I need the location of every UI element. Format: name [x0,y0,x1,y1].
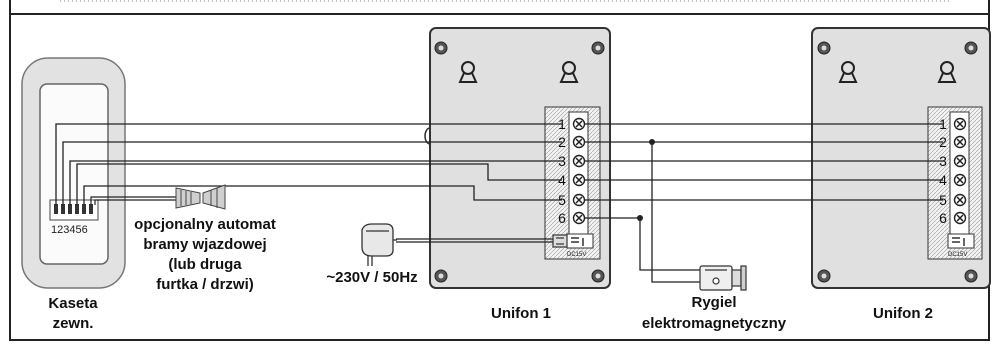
dc-label: DC15V [948,252,967,258]
screw-icon [953,173,967,187]
rygiel-label-2: elektromagnetyczny [642,315,787,332]
power-adapter-icon [361,223,397,266]
lock-icon [699,265,747,291]
kaseta-pin [54,204,58,214]
kaseta-pin [89,204,93,214]
gate-arrow-icon [175,184,226,210]
screw-icon [572,193,586,207]
unifon-2-terminal-3-number: 3 [939,153,947,169]
unifon-2-panel: DC15V [811,27,991,289]
wires [55,123,943,283]
unifon-2-terminal-5-number: 5 [939,192,947,208]
screw-icon [591,41,605,55]
keyhole-icon [458,61,478,83]
screw-icon [953,154,967,168]
unifon-2-terminal-4-number: 4 [939,172,947,188]
kaseta-pin [61,204,65,214]
unifon-2-terminal-2-number: 2 [939,134,947,150]
unifon-1-terminal-3-number: 3 [558,153,566,169]
keyhole-icon [559,61,579,83]
kaseta-pin [68,204,72,214]
power-label: ~230V / 50Hz [326,269,417,286]
unifon-1-terminal-1-number: 1 [558,116,566,132]
gate-label-line2: bramy wjazdowej [143,236,266,253]
unifon-1-terminal-6-number: 6 [558,210,566,226]
unifon-1-label: Unifon 1 [491,305,551,322]
junction-dot [649,139,655,145]
screw-icon [572,154,586,168]
screw-icon [953,211,967,225]
screw-icon [572,135,586,149]
screw-icon [434,41,448,55]
gate-label-line3: (lub druga [168,256,242,273]
kaseta-pin [82,204,86,214]
unifon-2-terminal-1-number: 1 [939,116,947,132]
unifon-2-label: Unifon 2 [873,305,933,322]
screw-icon [817,41,831,55]
unifon-1-panel: DC15V [424,27,611,289]
junction-dot [637,215,643,221]
unifon-1-terminal-5-number: 5 [558,192,566,208]
screw-icon [434,269,448,283]
screw-icon [964,269,978,283]
kaseta-label-2: zewn. [53,315,94,332]
screw-icon [953,117,967,131]
screw-icon [572,211,586,225]
screw-icon [953,135,967,149]
gate-label-line1: opcjonalny automat [134,216,276,233]
screw-icon [817,269,831,283]
screw-icon [572,173,586,187]
keyhole-icon [838,61,858,83]
gate-label-line4: furtka / drzwi) [156,276,254,293]
kaseta-label: Kaseta [48,295,98,312]
kaseta-pin [75,204,79,214]
screw-icon [591,269,605,283]
dc-label: DC15V [567,252,586,258]
dc-connector: DC15V [566,233,594,258]
kaseta-terminal-block [49,199,99,221]
screw-icon [964,41,978,55]
dc-connector: DC15V [947,233,975,258]
power-plug [552,234,568,248]
screw-icon [953,193,967,207]
screw-icon [572,117,586,131]
kaseta-panel: 123456 [21,57,126,289]
kaseta-terminal-numbers: 123456 [51,224,88,236]
unifon-1-terminal-4-number: 4 [558,172,566,188]
unifon-2-terminal-6-number: 6 [939,210,947,226]
unifon-1-terminal-2-number: 2 [558,134,566,150]
keyhole-icon [937,61,957,83]
rygiel-label: Rygiel [691,294,736,311]
